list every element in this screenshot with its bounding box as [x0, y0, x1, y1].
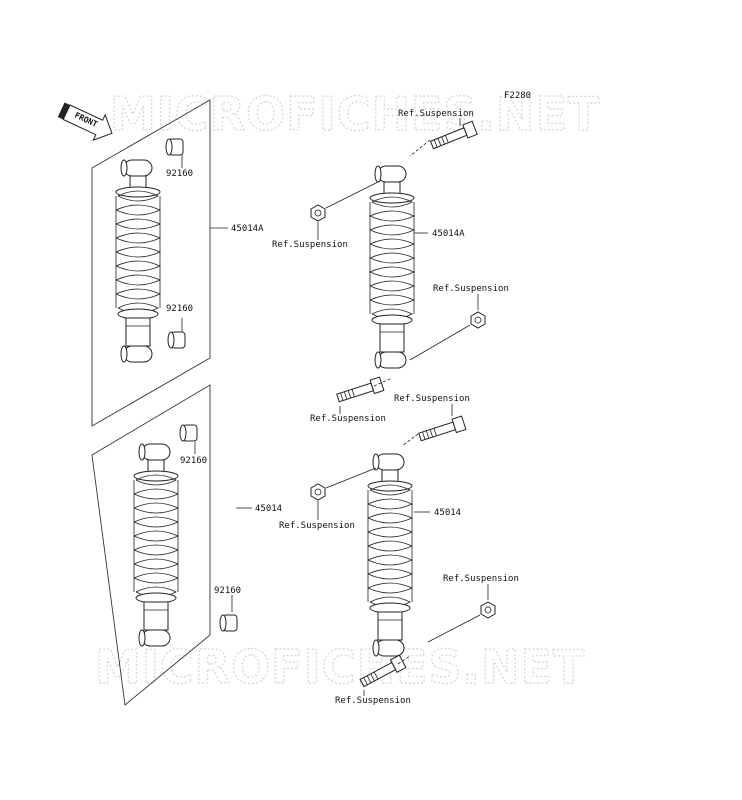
nut-lower-right: [310, 483, 326, 501]
label-92160-top-left: 92160: [166, 169, 193, 179]
label-92160-mid-left: 92160: [166, 304, 193, 314]
label-ref-suspension-4: Ref.Suspension: [310, 414, 386, 424]
watermark-top: MICROFICHES.NET: [110, 87, 600, 141]
label-92160-lower-b: 92160: [214, 586, 241, 596]
label-ref-suspension-7: Ref.Suspension: [443, 574, 519, 584]
bushing-92160-bottom-lower-left: [219, 614, 238, 632]
front-arrow-icon: [57, 102, 113, 142]
label-ref-suspension-3: Ref.Suspension: [433, 284, 509, 294]
nut-lower-right-2: [480, 601, 496, 619]
label-ref-suspension-6: Ref.Suspension: [279, 521, 355, 531]
bolt-mid-right: [335, 376, 385, 406]
shock-absorber-45014A-left: [115, 159, 161, 363]
shock-absorber-45014-right: [367, 453, 413, 657]
bushing-92160-bottom-left: [167, 331, 186, 349]
label-45014-right: 45014: [434, 508, 461, 518]
label-45014A-right: 45014A: [432, 229, 465, 239]
frame-45014-set: [91, 384, 211, 706]
label-ref-suspension-2: Ref.Suspension: [272, 240, 348, 250]
frame-45014A-set: [91, 99, 211, 427]
bushing-92160-top-left: [165, 138, 184, 156]
watermark-bottom: MICROFICHES.NET: [95, 640, 585, 694]
nut-top-right: [310, 204, 326, 222]
label-92160-lower-a: 92160: [180, 456, 207, 466]
label-ref-suspension-5: Ref.Suspension: [394, 394, 470, 404]
shock-absorber-45014A-right: [369, 165, 415, 369]
shock-absorber-45014-left: [133, 443, 179, 647]
nut-mid-right: [470, 311, 486, 329]
label-ref-suspension-1: Ref.Suspension: [398, 109, 474, 119]
label-45014A-left: 45014A: [231, 224, 264, 234]
label-ref-suspension-8: Ref.Suspension: [335, 696, 411, 706]
bolt-lower-right: [417, 415, 467, 445]
bushing-92160-top-lower-left: [179, 424, 198, 442]
label-45014-left: 45014: [255, 504, 282, 514]
figure-code: F2280: [504, 91, 531, 101]
